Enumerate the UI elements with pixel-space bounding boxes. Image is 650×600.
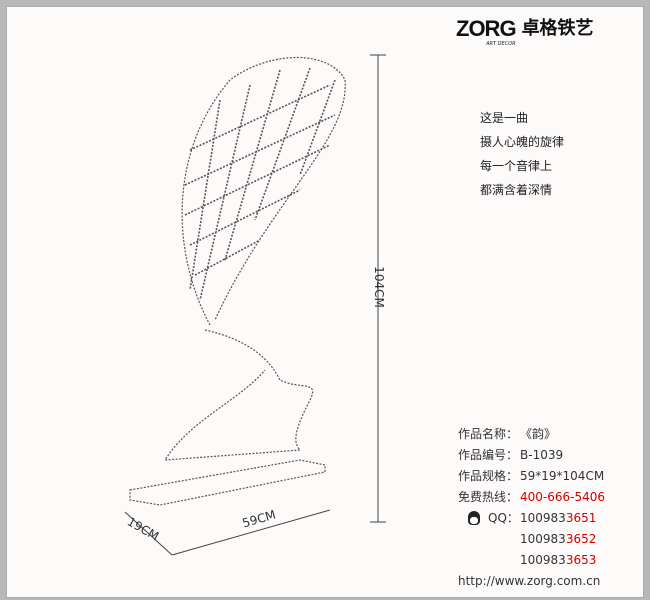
- base-outline: [129, 459, 326, 506]
- spec-value: 59*19*104CM: [520, 469, 605, 483]
- code-value: B-1039: [520, 448, 564, 462]
- name-label: 作品名称：: [458, 427, 519, 441]
- hotline-value[interactable]: 400-666-5406: [520, 490, 606, 504]
- qq-penguin-icon: [468, 511, 480, 525]
- poem: 这是一曲 摄人心魄的旋律 每一个音律上 都满含着深情: [480, 106, 564, 202]
- qq-prefix: 100983: [520, 532, 566, 546]
- page-frame: [6, 6, 644, 598]
- height-label: 104CM: [371, 266, 386, 308]
- code-label: 作品编号：: [458, 448, 519, 462]
- poem-line: 摄人心魄的旋律: [480, 135, 565, 149]
- width-dimension-line: [171, 509, 331, 556]
- qq-number[interactable]: 1009833651: [520, 508, 596, 529]
- poem-line: 每一个音律上: [480, 159, 553, 173]
- qq-number[interactable]: 1009833652: [520, 529, 596, 550]
- stem-outline: [163, 329, 314, 461]
- brand-logo: ZORG ART DECOR 卓格铁艺: [456, 16, 594, 48]
- logo-subtitle: ART DECOR: [486, 41, 516, 47]
- qq-label: QQ：: [488, 511, 519, 525]
- logo-chinese-name: 卓格铁艺: [521, 18, 594, 39]
- product-info: 作品名称：《韵》 作品编号：B-1039 作品规格：59*19*104CM 免费…: [458, 424, 605, 592]
- leaf-outline: [181, 56, 346, 326]
- qq-number[interactable]: 1009833653: [520, 550, 596, 571]
- poem-line: 这是一曲: [480, 111, 529, 125]
- poem-line: 都满含着深情: [480, 183, 553, 197]
- website-link[interactable]: http://www.zorg.com.cn: [458, 574, 601, 588]
- qq-suffix: 3652: [565, 532, 597, 546]
- qq-suffix: 3653: [565, 553, 597, 567]
- qq-prefix: 100983: [520, 553, 566, 567]
- leaf-grid: [184, 67, 336, 301]
- spec-label: 作品规格：: [458, 469, 519, 483]
- depth-dimension-line: [124, 511, 173, 556]
- logo-brand: ZORG: [456, 16, 517, 41]
- qq-suffix: 3651: [565, 511, 597, 525]
- name-value: 《韵》: [520, 427, 557, 441]
- qq-prefix: 100983: [520, 511, 566, 525]
- hotline-label: 免费热线：: [458, 490, 519, 504]
